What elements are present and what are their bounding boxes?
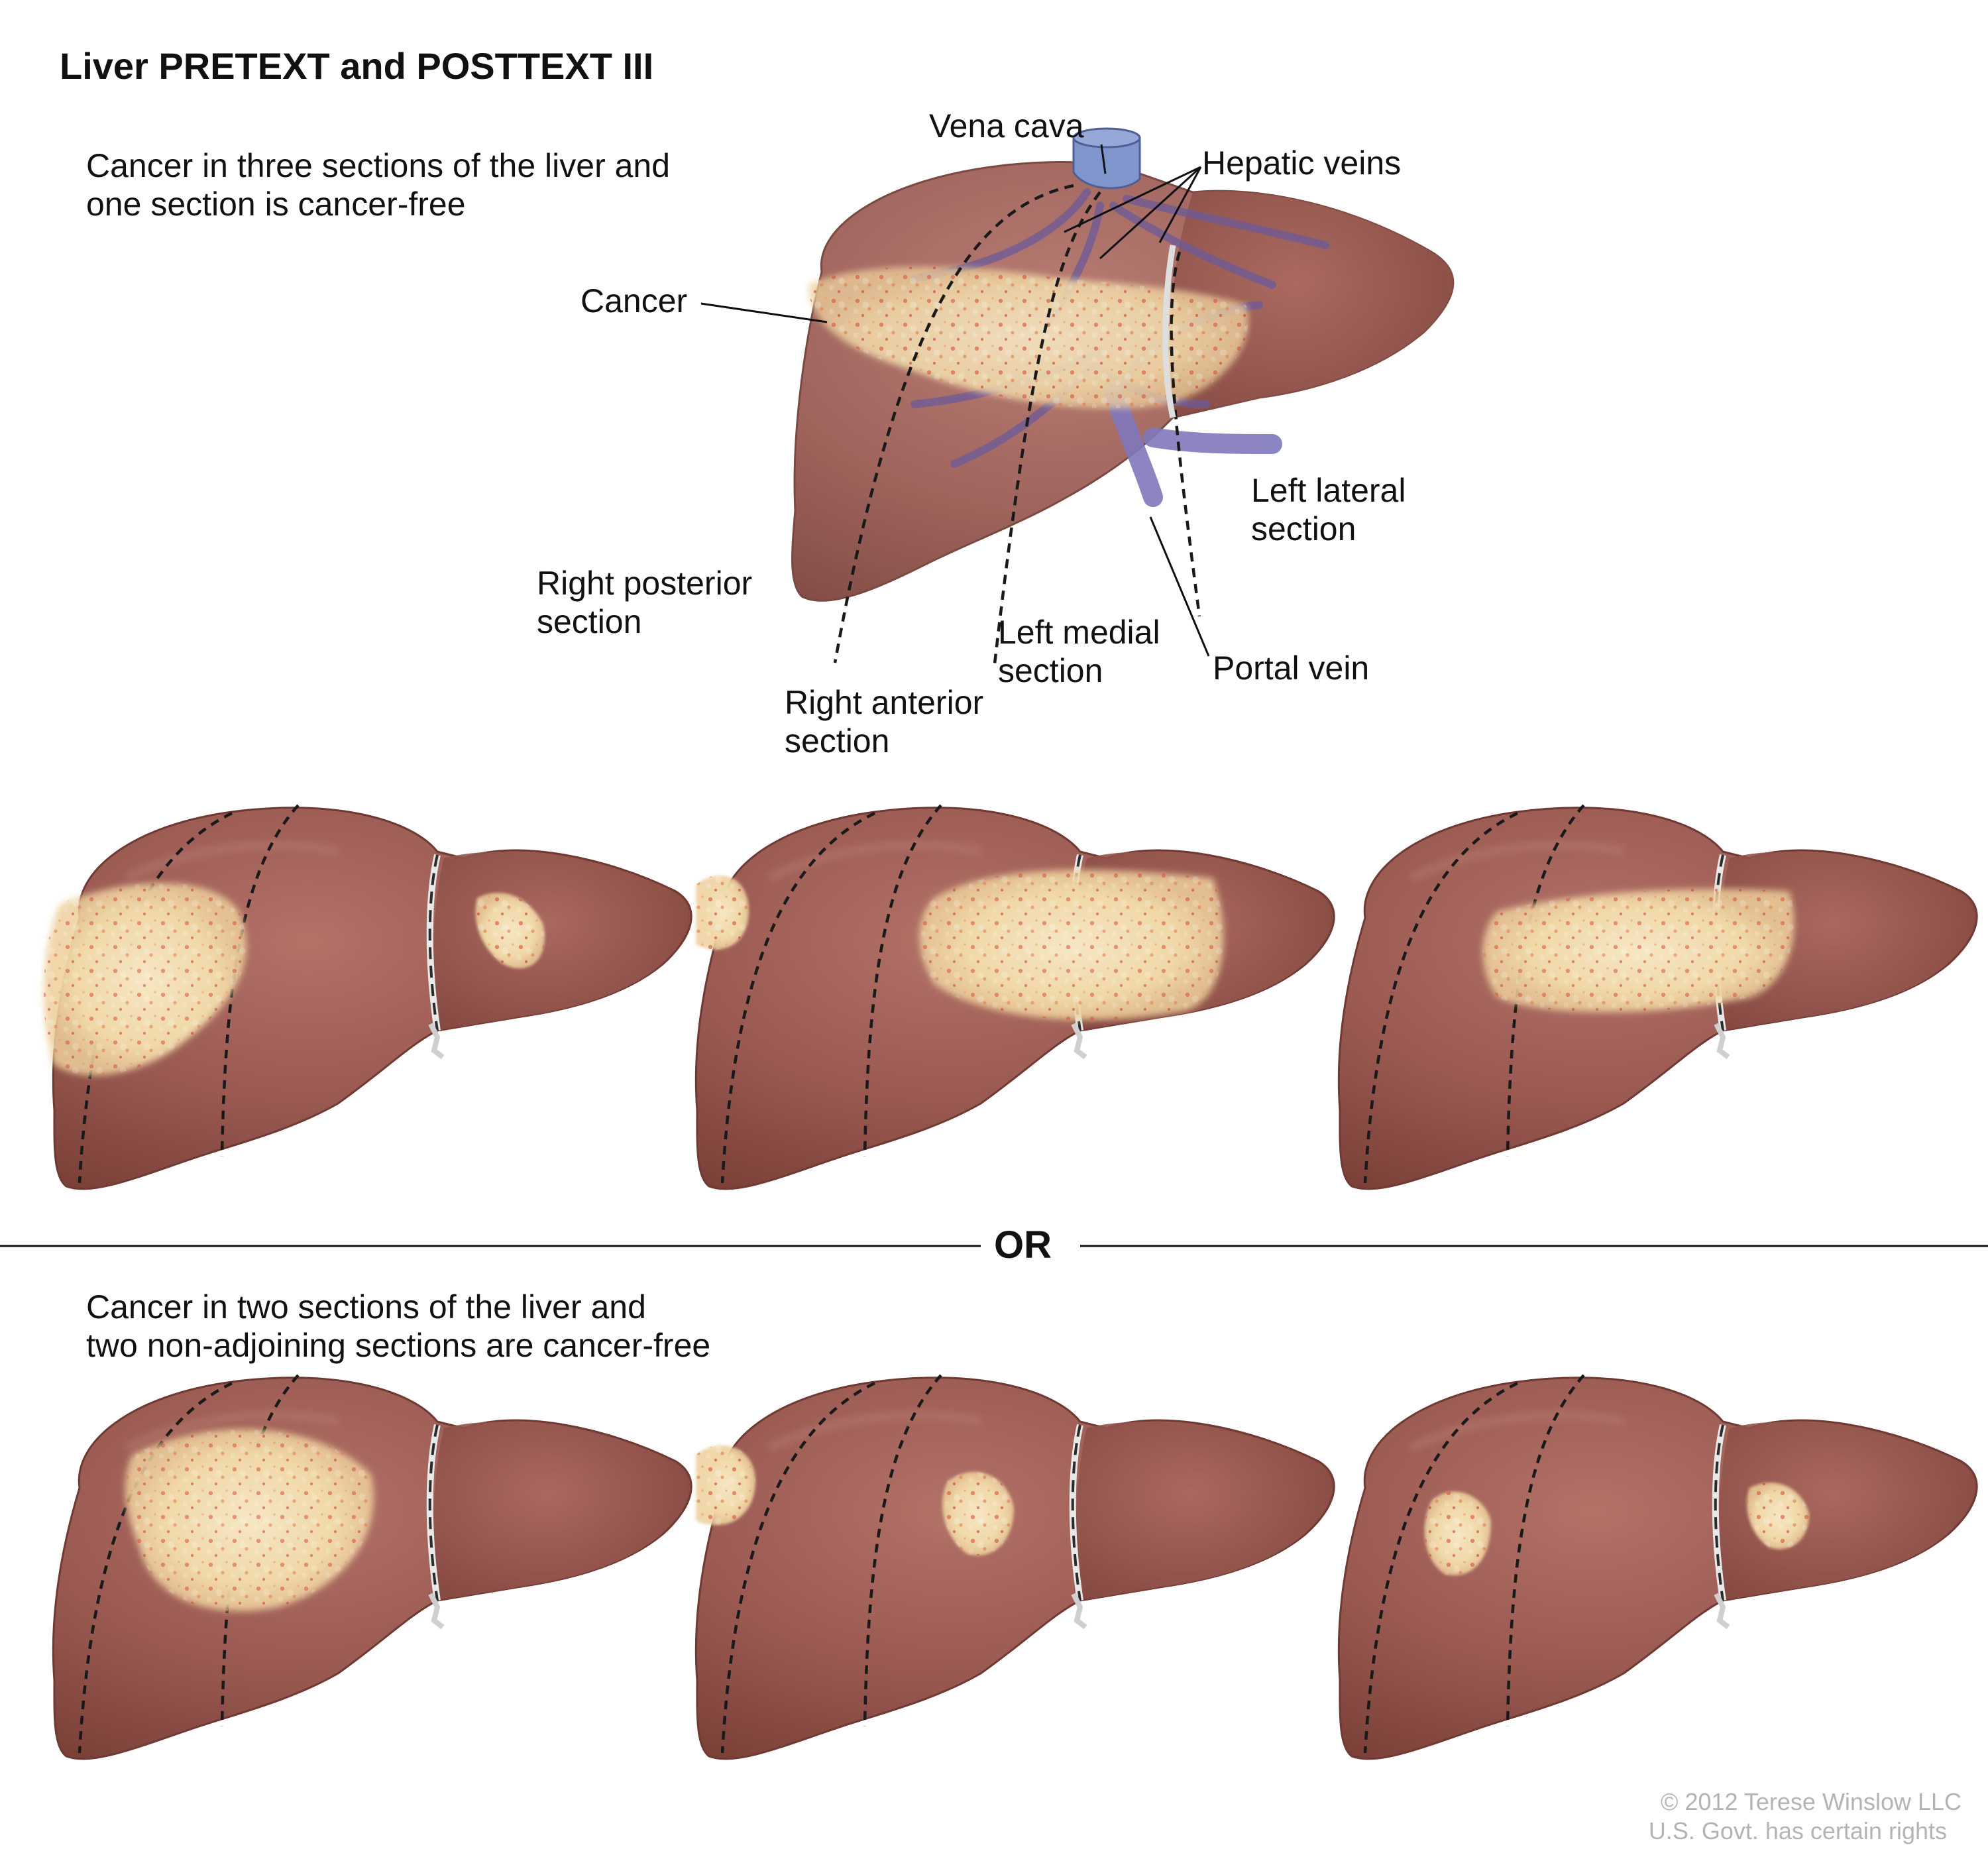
separator-or: OR (994, 1223, 1052, 1267)
copyright-line-1: © 2012 Terese Winslow LLC (1660, 1788, 1961, 1815)
caption-top-line-2: one section is cancer-free (86, 186, 466, 223)
example-liver-5 (696, 1375, 1334, 1759)
label-left-medial-2: section (998, 652, 1103, 689)
caption-bottom-line-2: two non-adjoining sections are cancer-fr… (86, 1327, 711, 1364)
label-right-anterior-1: Right anterior (785, 684, 984, 721)
example-liver-4 (53, 1375, 691, 1759)
label-left-lateral-1: Left lateral (1251, 472, 1406, 509)
label-left-medial-1: Left medial (998, 614, 1160, 651)
example-liver-6 (1339, 1375, 1977, 1759)
caption-top-line-1: Cancer in three sections of the liver an… (86, 147, 671, 184)
label-hepatic-veins: Hepatic veins (1202, 144, 1402, 182)
example-liver-3 (1339, 805, 1977, 1189)
label-vena-cava: Vena cava (929, 107, 1084, 144)
label-left-lateral-2: section (1251, 510, 1356, 547)
main-liver (791, 127, 1455, 670)
leader-lines (700, 144, 1210, 657)
label-right-posterior-1: Right posterior (537, 565, 753, 602)
label-right-anterior-2: section (785, 722, 890, 760)
label-portal-vein: Portal vein (1213, 649, 1370, 687)
page-title: Liver PRETEXT and POSTTEXT III (60, 45, 654, 87)
main-tumor (808, 266, 1248, 409)
example-liver-1 (44, 805, 691, 1189)
example-liver-2 (696, 805, 1334, 1189)
copyright-line-2: U.S. Govt. has certain rights (1648, 1817, 1947, 1844)
label-cancer: Cancer (580, 282, 688, 319)
label-right-posterior-2: section (537, 603, 642, 640)
caption-bottom-line-1: Cancer in two sections of the liver and (86, 1288, 646, 1326)
